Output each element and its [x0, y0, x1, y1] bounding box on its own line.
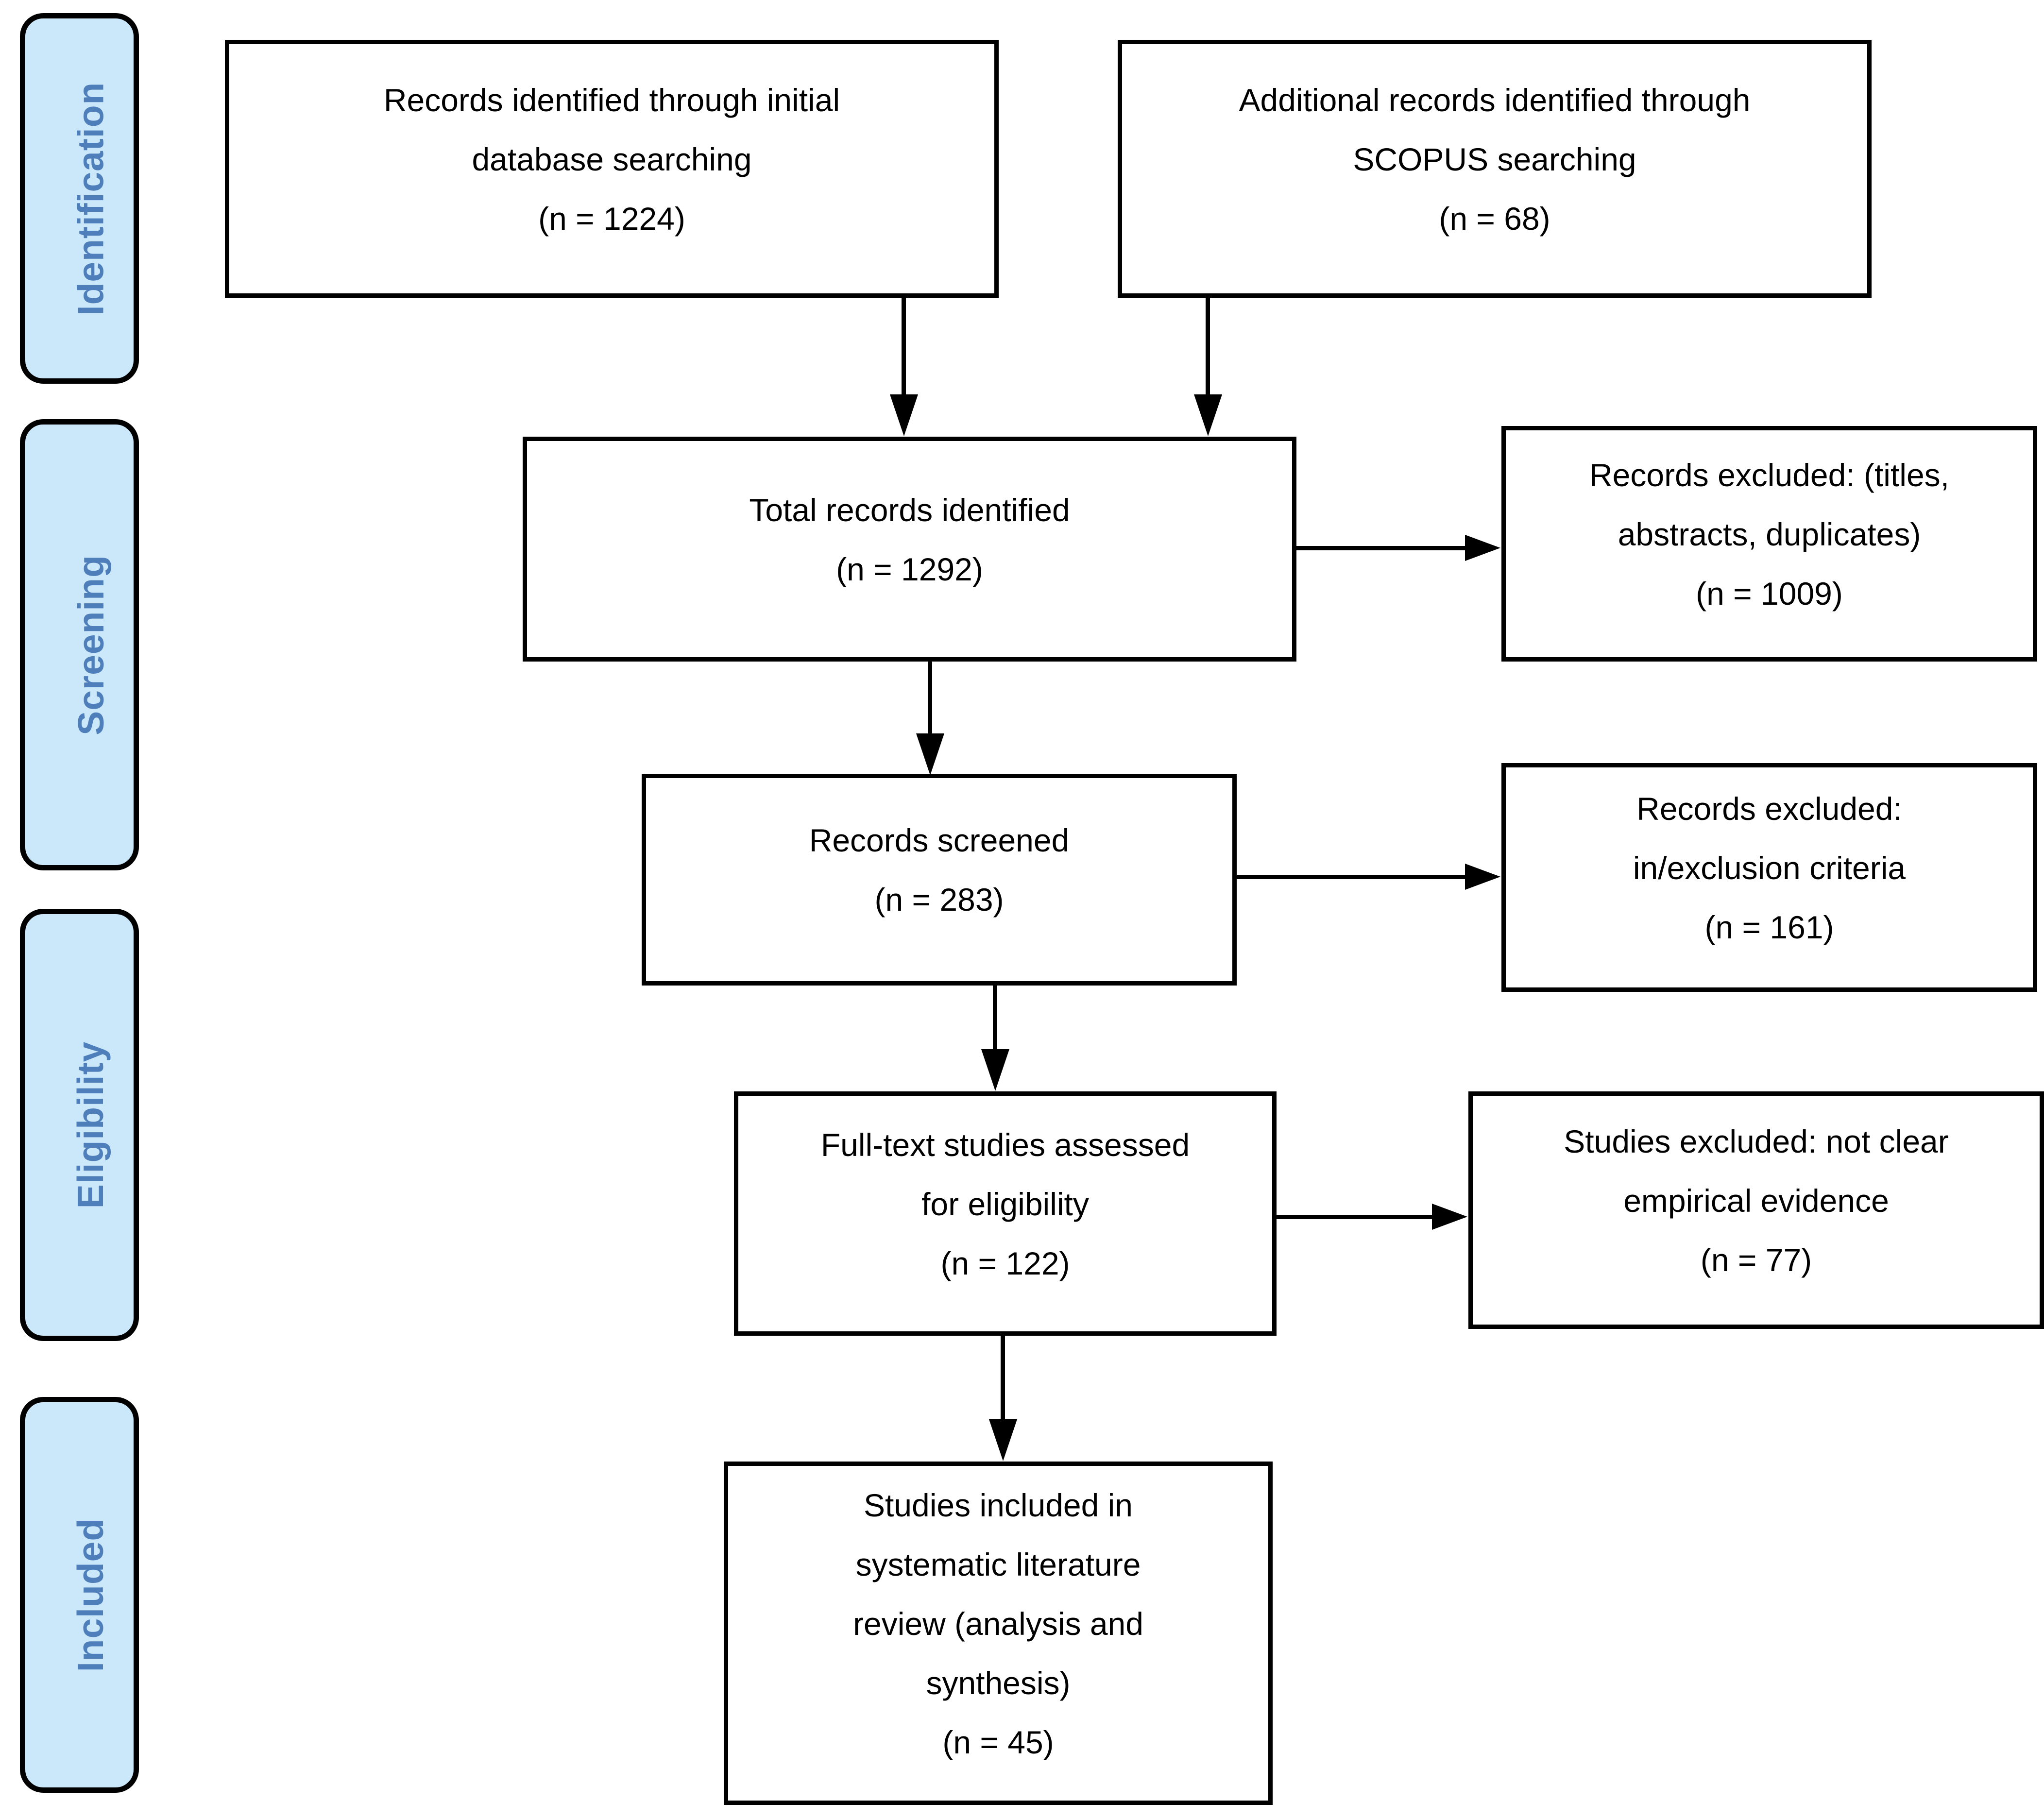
arrow-down-icon: [890, 394, 918, 436]
stage-label-identification: Identification: [70, 82, 111, 315]
stage-band-eligibility: Eligibility: [20, 909, 139, 1341]
arrow-down-icon: [1194, 394, 1222, 436]
stage-label-included: Included: [70, 1518, 111, 1672]
arrow-total-to-excluded-line: [1296, 546, 1467, 550]
arrow-scopus-to-total-line: [1206, 298, 1210, 397]
stage-band-screening: Screening: [20, 419, 139, 870]
arrow-total-to-screened-line: [928, 662, 932, 737]
arrow-screened-to-excluded-line: [1237, 875, 1467, 879]
arrow-down-icon: [981, 1049, 1009, 1091]
arrow-down-icon: [916, 733, 944, 775]
arrow-down-icon: [989, 1419, 1017, 1461]
box-total-records-identified: Total records identified(n = 1292): [523, 437, 1296, 662]
arrow-screened-to-fulltext-line: [993, 986, 997, 1054]
box-records-screened: Records screened(n = 283): [642, 774, 1237, 986]
arrow-initial-to-total-line: [902, 298, 906, 397]
arrow-fulltext-to-excluded-line: [1277, 1215, 1434, 1219]
stage-band-included: Included: [20, 1397, 139, 1793]
arrow-right-icon: [1465, 535, 1500, 561]
arrow-right-icon: [1432, 1204, 1467, 1230]
stage-band-identification: Identification: [20, 13, 139, 384]
arrow-right-icon: [1465, 864, 1500, 890]
arrow-fulltext-to-included-line: [1001, 1336, 1005, 1423]
stage-label-screening: Screening: [70, 554, 111, 735]
stage-label-eligibility: Eligibility: [70, 1041, 111, 1209]
box-records-excluded-titles: Records excluded: (titles,abstracts, dup…: [1501, 426, 2037, 662]
box-records-excluded-criteria: Records excluded:in/exclusion criteria(n…: [1501, 763, 2037, 992]
